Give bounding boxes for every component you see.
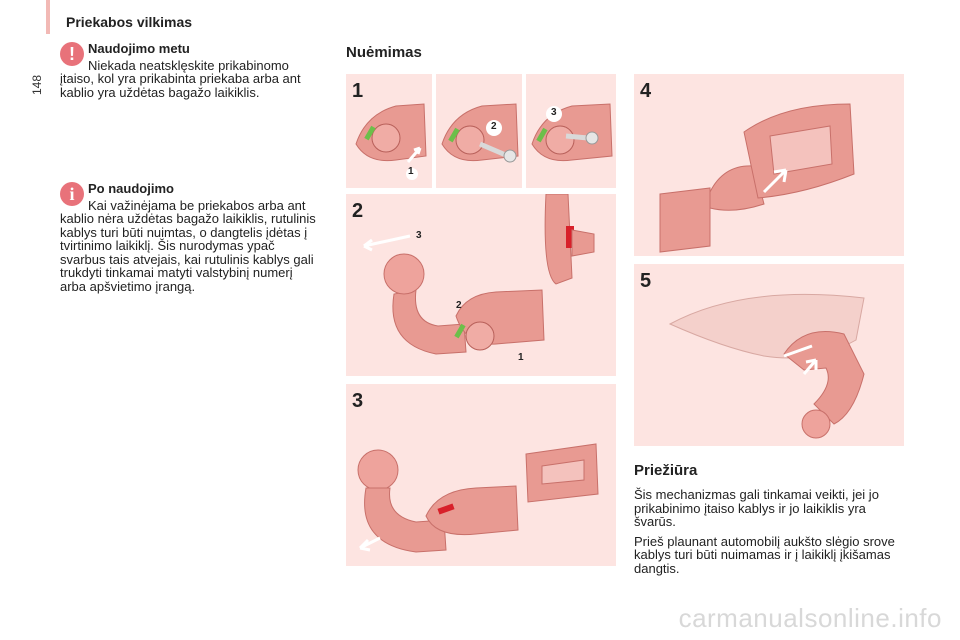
maintenance-text: Šis mechanizmas gali tinkamai veikti, je… — [634, 488, 910, 581]
after-use-title: Po naudojimo — [88, 181, 174, 196]
step-1c-illustration — [531, 103, 613, 162]
removal-title: Nuėmimas — [346, 44, 422, 61]
callout-2: 2 — [491, 121, 497, 132]
side-accent-bar — [46, 0, 50, 34]
step-1b-illustration — [441, 103, 519, 163]
page-title: Priekabos vilkimas — [66, 14, 193, 30]
step-2-number: 2 — [352, 200, 364, 222]
step-5-number: 5 — [640, 270, 652, 292]
maintenance-paragraph-1: Šis mechanizmas gali tinkamai veikti, je… — [634, 487, 879, 529]
step-3-number: 3 — [352, 390, 364, 412]
step-3-panel: 3 — [346, 384, 616, 566]
maintenance-title: Priežiūra — [634, 462, 698, 479]
step-1-panel-a: 1 1 — [346, 74, 432, 188]
step-1-number: 1 — [352, 80, 364, 102]
step-1-panel-c: 3 — [526, 74, 616, 188]
step-4-illustration — [659, 103, 855, 253]
watermark: carmanualsonline.info — [678, 603, 942, 633]
maintenance-paragraph-2: Prieš plaunant automobilį aukšto slėgio … — [634, 533, 895, 576]
callout-1-step2: 1 — [518, 352, 524, 363]
during-use-note: ! Naudojimo metu Niekada neatsklęskite p… — [60, 42, 318, 99]
step-4-panel: 4 — [634, 74, 904, 256]
step-3-illustration — [357, 443, 599, 553]
callout-3: 3 — [551, 107, 557, 118]
during-use-body: Niekada neatsklęskite prikabinomo įtaiso… — [60, 57, 301, 100]
callout-1: 1 — [408, 166, 414, 177]
after-use-note: i Po naudojimo Kai važinėjama be priekab… — [60, 182, 318, 293]
step-5-panel: 5 — [634, 264, 904, 446]
callout-2-step2: 2 — [456, 300, 462, 311]
page-number: 148 — [30, 74, 44, 96]
step-1a-illustration — [355, 103, 427, 180]
info-icon: i — [60, 182, 84, 206]
step-2-illustration — [363, 194, 595, 355]
step-5-illustration — [668, 293, 865, 439]
step-1-panel-b: 2 — [436, 74, 522, 188]
step-2-panel: 2 3 2 1 — [346, 194, 616, 376]
warning-icon: ! — [60, 42, 84, 66]
callout-3-step2: 3 — [416, 230, 422, 241]
step-4-number: 4 — [640, 80, 652, 102]
after-use-body: Kai važinėjama be priekabos arba ant kab… — [60, 197, 316, 294]
during-use-title: Naudojimo metu — [88, 41, 190, 56]
